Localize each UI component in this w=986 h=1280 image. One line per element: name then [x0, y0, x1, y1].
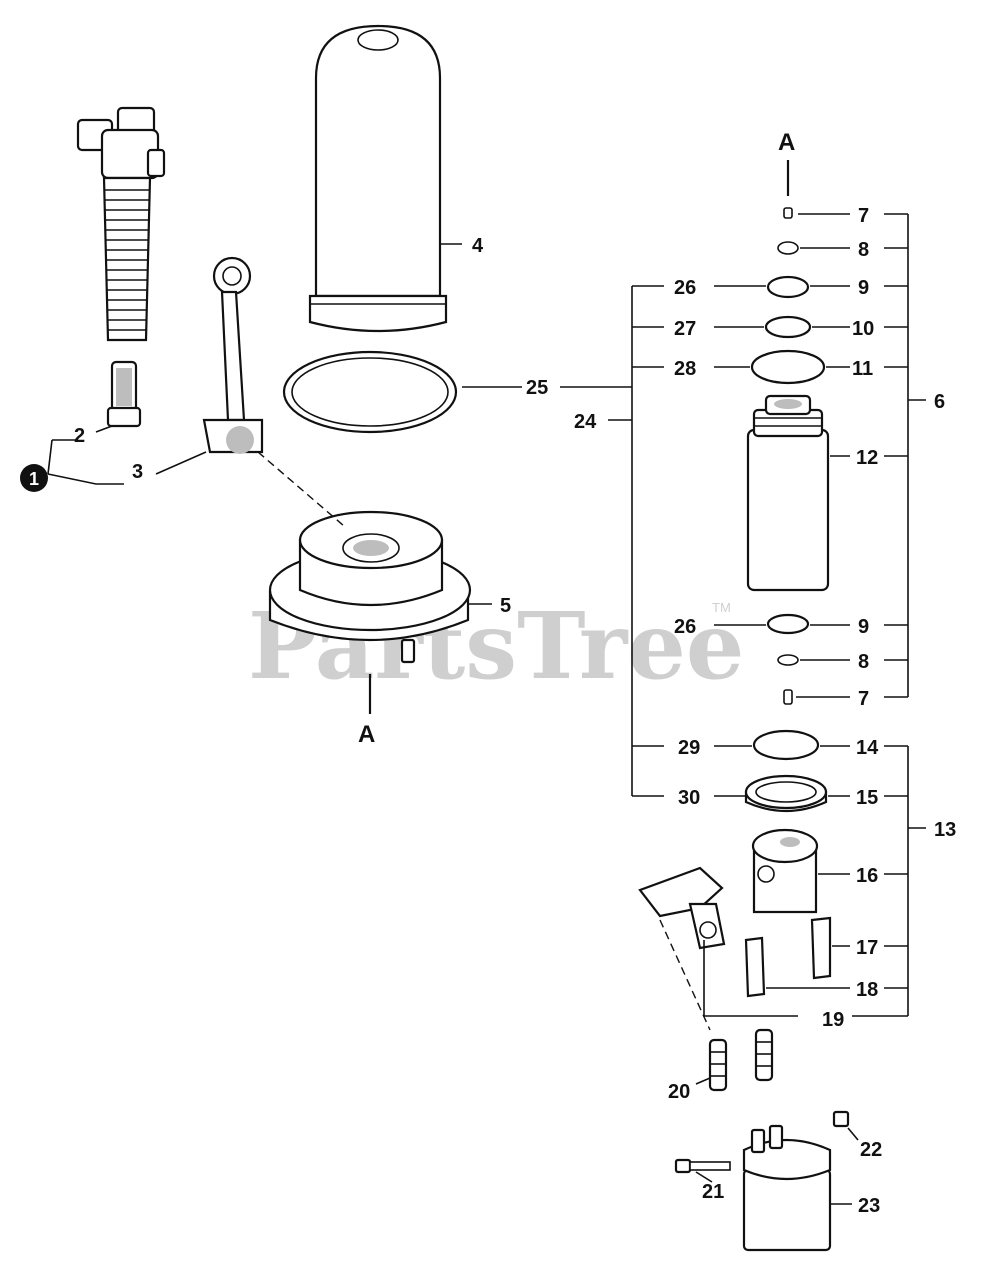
callout-16: 16 — [856, 865, 878, 887]
view-a-bottom-marker: A — [358, 721, 375, 748]
callout-8-bottom: 8 — [858, 651, 869, 673]
pump-base[interactable] — [268, 510, 472, 664]
callout-6: 6 — [934, 391, 945, 413]
piston-handle[interactable] — [638, 866, 726, 950]
callout-numbers: 2 3 4 5 25 24 26 27 28 26 29 30 7 8 9 10… — [74, 205, 956, 1217]
cup-washer-top[interactable] — [766, 275, 810, 299]
piston-seal[interactable] — [744, 774, 828, 813]
piston-body[interactable] — [751, 828, 819, 914]
clamp-nut[interactable] — [832, 1110, 850, 1128]
hose-ribs — [104, 189, 150, 331]
cup-washer-bottom[interactable] — [766, 613, 810, 635]
callout-2: 2 — [74, 425, 85, 447]
callout-19: 19 — [822, 1009, 844, 1031]
watermark-trademark: TM — [712, 600, 731, 615]
clamp-bolt[interactable] — [674, 1158, 731, 1174]
callout-7-bottom: 7 — [858, 688, 869, 710]
pump-cylinder[interactable] — [746, 394, 830, 592]
callout-13: 13 — [934, 819, 956, 841]
callout-9-bottom: 9 — [858, 616, 869, 638]
callout-24: 24 — [574, 411, 597, 433]
springs[interactable] — [708, 1028, 774, 1092]
callout-10: 10 — [852, 318, 874, 340]
leader-lines — [47, 213, 926, 1205]
view-a-top-marker: A — [778, 129, 795, 156]
screw-top[interactable] — [783, 207, 793, 219]
callout-5: 5 — [500, 595, 511, 617]
callout-11: 11 — [852, 358, 873, 380]
svg-text:1: 1 — [29, 469, 39, 489]
callout-27: 27 — [674, 318, 696, 340]
handle-guide-line — [257, 451, 345, 527]
callout-8-top: 8 — [858, 239, 869, 261]
callout-17: 17 — [856, 937, 878, 959]
callout-26-top: 26 — [674, 277, 696, 299]
callout-18: 18 — [856, 979, 878, 1001]
handle-guide-line-2 — [659, 919, 711, 1031]
o-ring-10[interactable] — [764, 315, 812, 339]
callout-30: 30 — [678, 787, 700, 809]
callout-29: 29 — [678, 737, 700, 759]
tank-o-ring[interactable] — [282, 350, 458, 434]
washer-top[interactable] — [777, 241, 799, 255]
callout-7-top: 7 — [858, 205, 869, 227]
callout-25: 25 — [526, 377, 548, 399]
callout-4: 4 — [472, 235, 484, 257]
clip-18[interactable] — [744, 936, 766, 998]
callout-14: 14 — [856, 737, 879, 759]
callout-9-top: 9 — [858, 277, 869, 299]
o-ring-11[interactable] — [750, 349, 826, 385]
note-1-badge — [20, 464, 48, 492]
screw-bottom[interactable] — [783, 689, 793, 705]
callout-12: 12 — [856, 447, 878, 469]
strainer[interactable] — [106, 360, 142, 428]
tank-dome[interactable] — [308, 24, 448, 333]
callout-20: 20 — [668, 1081, 690, 1103]
callout-26-bottom: 26 — [674, 616, 696, 638]
callout-28: 28 — [674, 358, 696, 380]
clamp-ring[interactable] — [742, 1124, 832, 1252]
hose-valve-assembly[interactable] — [76, 106, 166, 342]
o-ring-14[interactable] — [752, 729, 820, 761]
callout-21: 21 — [702, 1181, 724, 1203]
callout-23: 23 — [858, 1195, 880, 1217]
callout-15: 15 — [856, 787, 878, 809]
callout-3: 3 — [132, 461, 143, 483]
pump-handle[interactable] — [202, 256, 264, 454]
washer-bottom[interactable] — [777, 654, 799, 666]
clip-17[interactable] — [810, 916, 832, 980]
callout-22: 22 — [860, 1139, 882, 1161]
